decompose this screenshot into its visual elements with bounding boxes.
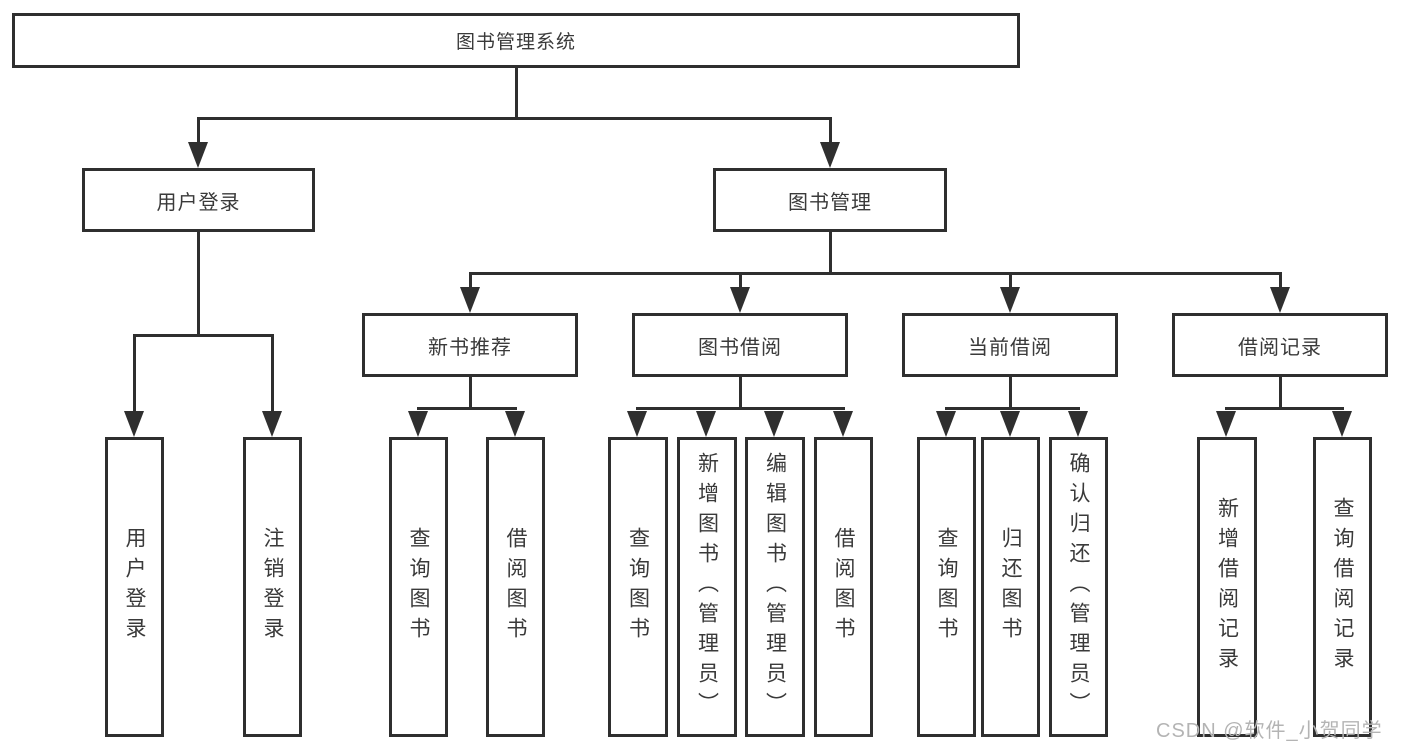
node-new-book-recommendation: 新书推荐 xyxy=(362,313,578,377)
arrowhead-icon xyxy=(627,411,647,437)
leaf-borrowing-borrow-books: 借阅图书 xyxy=(814,437,873,737)
leaf-label: 查询图书 xyxy=(626,527,650,647)
leaf-borrowing-add-books-admin: 新增图书（管理员） xyxy=(677,437,737,737)
leaf-recommend-query-books: 查询图书 xyxy=(389,437,448,737)
node-label: 当前借阅 xyxy=(968,336,1052,359)
leaf-label: 用户登录 xyxy=(123,527,146,647)
node-label: 借阅记录 xyxy=(1238,336,1322,359)
node-library-management-system: 图书管理系统 xyxy=(12,13,1020,68)
connector-line xyxy=(945,407,1080,410)
leaf-label: 新增借阅记录 xyxy=(1215,497,1239,677)
leaf-label: 编辑图书（管理员） xyxy=(763,452,787,722)
leaf-borrowing-query-books: 查询图书 xyxy=(608,437,668,737)
connector-line xyxy=(417,407,517,410)
connector-line xyxy=(197,232,200,337)
csdn-watermark: CSDN @软件_小贺同学 xyxy=(1156,720,1383,742)
connector-line xyxy=(133,334,274,337)
leaf-label: 确认归还（管理员） xyxy=(1067,452,1090,722)
leaf-current-return-books: 归还图书 xyxy=(981,437,1040,737)
connector-line xyxy=(1279,377,1282,410)
arrowhead-icon xyxy=(833,411,853,437)
connector-line xyxy=(133,334,136,414)
arrowhead-icon xyxy=(820,142,840,168)
node-borrowing-records: 借阅记录 xyxy=(1172,313,1388,377)
leaf-user-login: 用户登录 xyxy=(105,437,164,737)
connector-line xyxy=(739,377,742,410)
leaf-current-confirm-return-admin: 确认归还（管理员） xyxy=(1049,437,1108,737)
connector-line xyxy=(739,272,742,290)
leaf-recommend-borrow-books: 借阅图书 xyxy=(486,437,545,737)
connector-line xyxy=(829,117,832,145)
connector-line xyxy=(197,117,200,145)
arrowhead-icon xyxy=(1216,411,1236,437)
leaf-label: 借阅图书 xyxy=(832,527,855,647)
node-user-login: 用户登录 xyxy=(82,168,315,232)
node-current-borrowing: 当前借阅 xyxy=(902,313,1118,377)
connector-line xyxy=(197,117,832,120)
connector-line xyxy=(636,407,845,410)
arrowhead-icon xyxy=(1332,411,1352,437)
leaf-label: 借阅图书 xyxy=(504,527,527,647)
node-book-borrowing: 图书借阅 xyxy=(632,313,848,377)
connector-line xyxy=(829,232,832,275)
connector-line xyxy=(469,272,472,290)
arrowhead-icon xyxy=(1000,287,1020,313)
node-book-management: 图书管理 xyxy=(713,168,947,232)
node-label: 新书推荐 xyxy=(428,336,512,359)
leaf-records-query-record: 查询借阅记录 xyxy=(1313,437,1372,737)
leaf-records-add-record: 新增借阅记录 xyxy=(1197,437,1257,737)
arrowhead-icon xyxy=(262,411,282,437)
leaf-logout: 注销登录 xyxy=(243,437,302,737)
leaf-current-query-books: 查询图书 xyxy=(917,437,976,737)
connector-line xyxy=(515,68,518,120)
arrowhead-icon xyxy=(1068,411,1088,437)
connector-line xyxy=(1279,272,1282,290)
arrowhead-icon xyxy=(696,411,716,437)
arrowhead-icon xyxy=(408,411,428,437)
arrowhead-icon xyxy=(1000,411,1020,437)
connector-line xyxy=(271,334,274,414)
leaf-label: 注销登录 xyxy=(261,527,284,647)
leaf-label: 查询借阅记录 xyxy=(1331,497,1354,677)
connector-line xyxy=(469,272,1282,275)
leaf-label: 查询图书 xyxy=(935,527,958,647)
leaf-label: 新增图书（管理员） xyxy=(695,452,719,722)
connector-line xyxy=(1009,377,1012,410)
arrowhead-icon xyxy=(936,411,956,437)
connector-line xyxy=(1009,272,1012,290)
connector-line xyxy=(1225,407,1344,410)
arrowhead-icon xyxy=(124,411,144,437)
leaf-label: 归还图书 xyxy=(999,527,1022,647)
node-label: 图书借阅 xyxy=(698,336,782,359)
leaf-label: 查询图书 xyxy=(407,527,430,647)
arrowhead-icon xyxy=(505,411,525,437)
node-label: 图书管理 xyxy=(788,191,872,214)
arrowhead-icon xyxy=(460,287,480,313)
arrowhead-icon xyxy=(764,411,784,437)
arrowhead-icon xyxy=(1270,287,1290,313)
leaf-borrowing-edit-books-admin: 编辑图书（管理员） xyxy=(745,437,805,737)
arrowhead-icon xyxy=(188,142,208,168)
connector-line xyxy=(469,377,472,410)
arrowhead-icon xyxy=(730,287,750,313)
root-node-label: 图书管理系统 xyxy=(455,32,576,53)
node-label: 用户登录 xyxy=(156,191,241,214)
